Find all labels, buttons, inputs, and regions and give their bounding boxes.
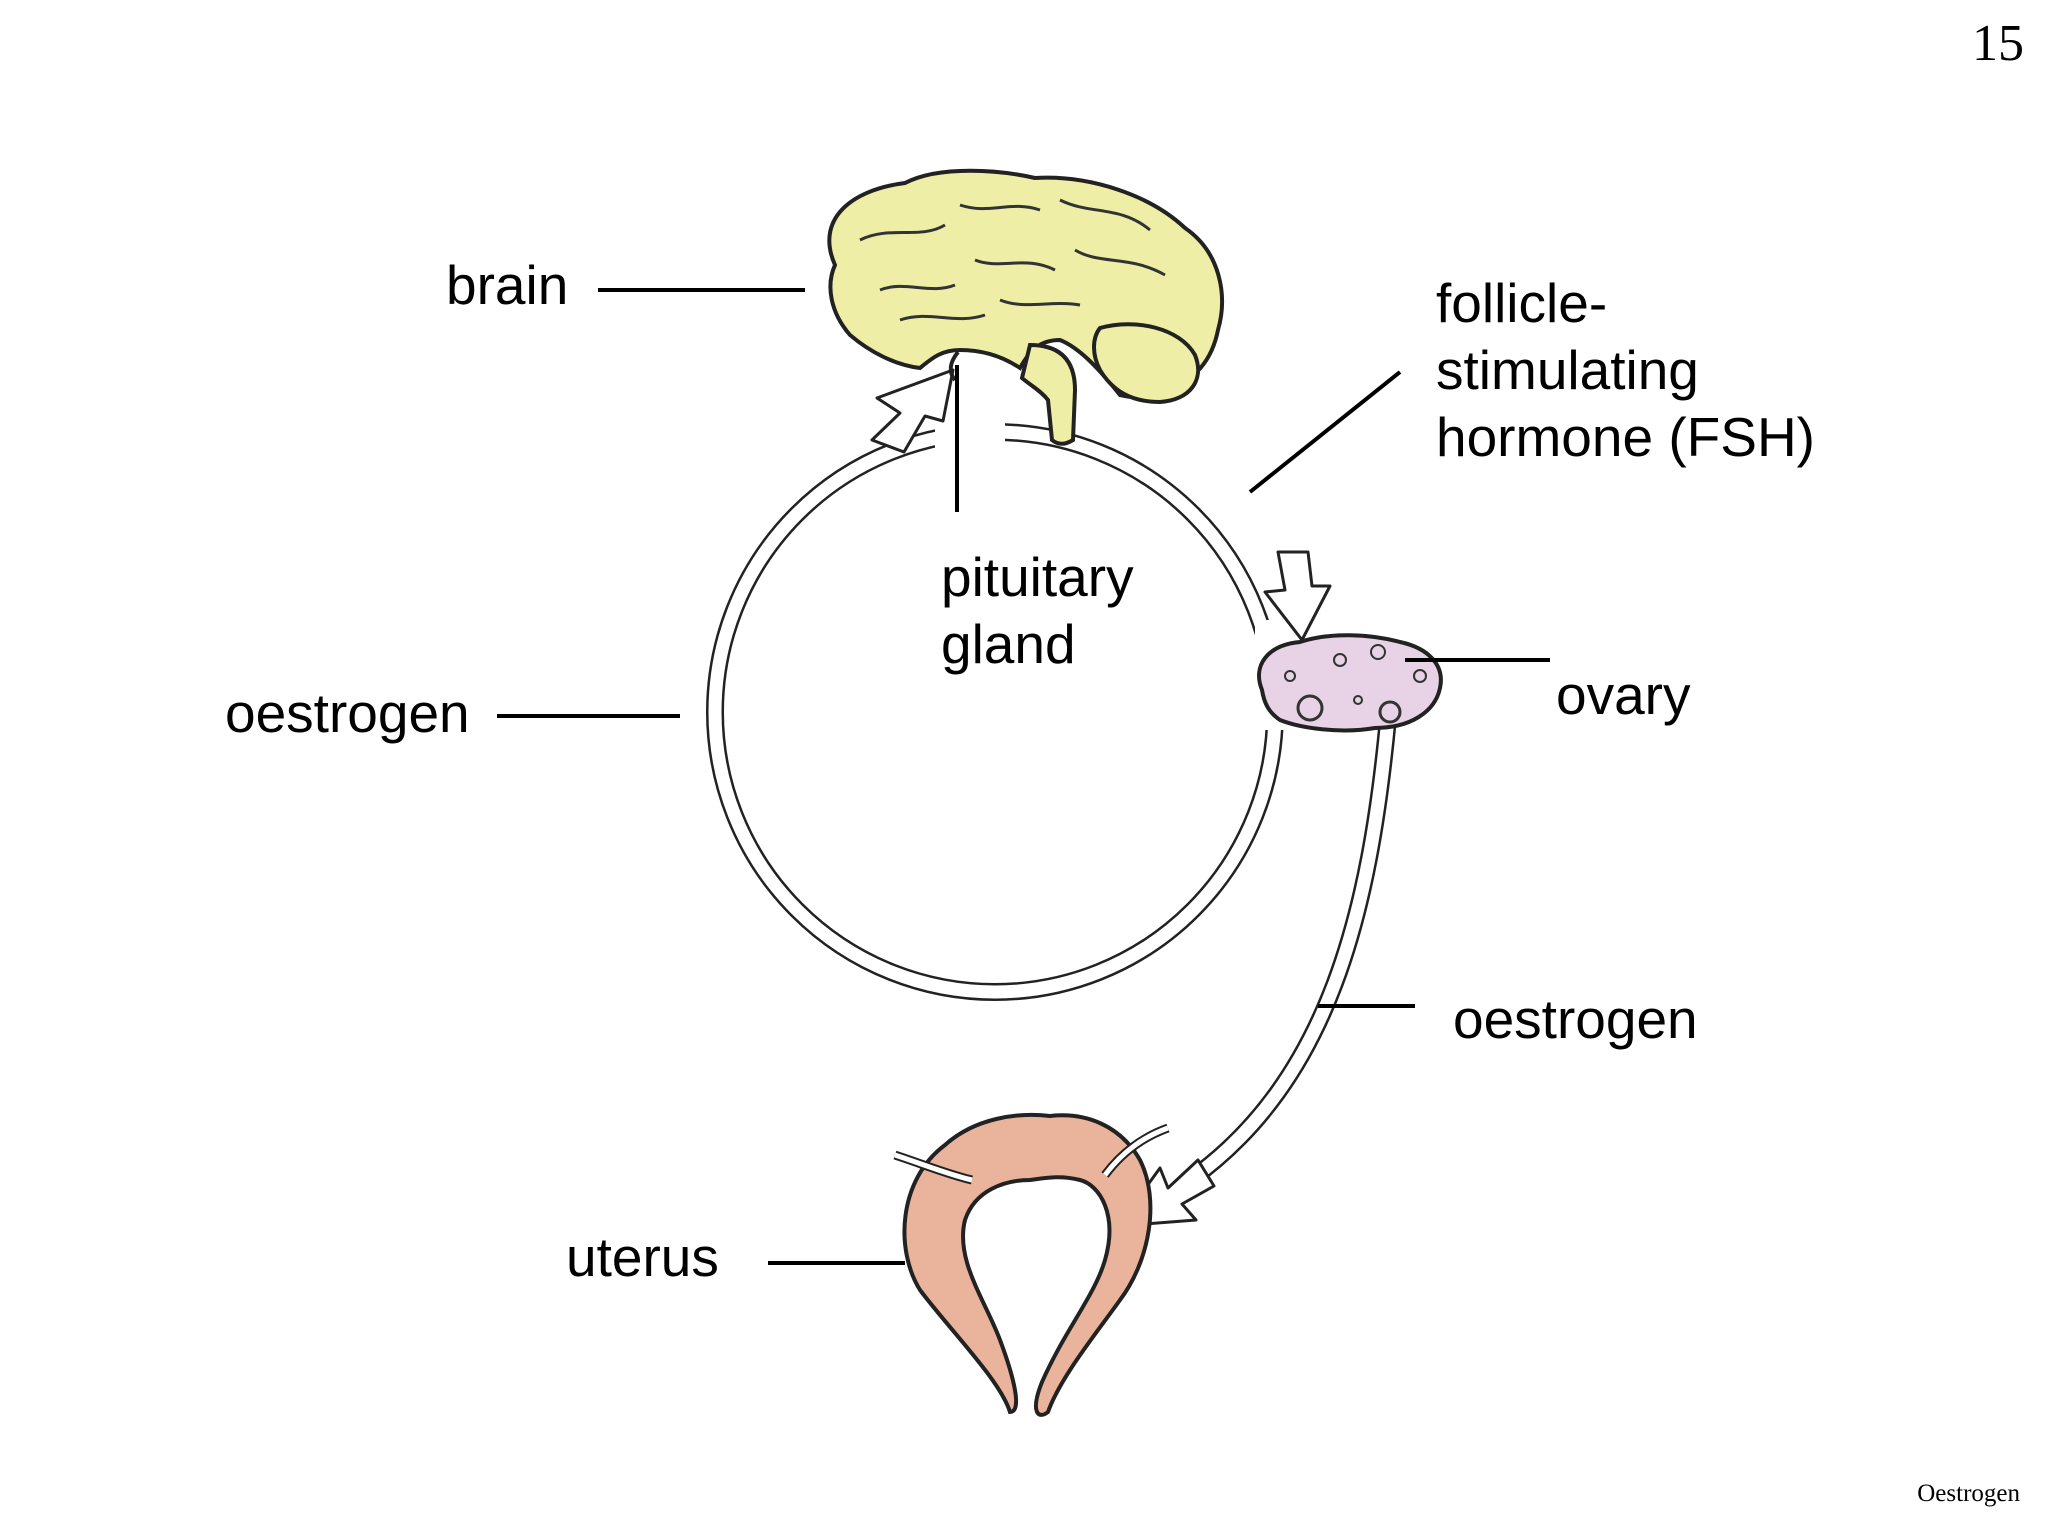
ovary-to-uterus-arrow <box>1116 709 1397 1228</box>
pituitary-label-line: gland <box>941 613 1076 675</box>
cycle-arrow <box>706 415 1325 1001</box>
ovary-illustration <box>1257 633 1443 733</box>
fsh-leader <box>1248 370 1402 494</box>
leader-lines <box>497 288 1550 1265</box>
fsh-label: follicle- stimulating hormone (FSH) <box>1436 270 1815 471</box>
arrowhead-to-ovary <box>1263 550 1332 642</box>
pituitary-label: pituitary gland <box>941 544 1134 678</box>
fsh-label-line: stimulating <box>1436 339 1699 401</box>
page-number: 15 <box>1972 15 2024 72</box>
fsh-label-line: follicle- <box>1436 272 1608 334</box>
uterus-label: uterus <box>566 1226 719 1288</box>
brain-label: brain <box>446 254 569 316</box>
uterus-illustration <box>893 1112 1170 1417</box>
footer-title: Oestrogen <box>1917 1480 2020 1507</box>
brain-illustration <box>827 168 1224 446</box>
ovary-label: ovary <box>1556 664 1691 726</box>
fsh-label-line: hormone (FSH) <box>1436 406 1815 468</box>
pituitary-label-line: pituitary <box>941 546 1134 608</box>
arrowhead-to-pituitary <box>870 368 955 454</box>
oestrogen-left-label: oestrogen <box>225 682 470 744</box>
oestrogen-right-label: oestrogen <box>1453 988 1698 1050</box>
